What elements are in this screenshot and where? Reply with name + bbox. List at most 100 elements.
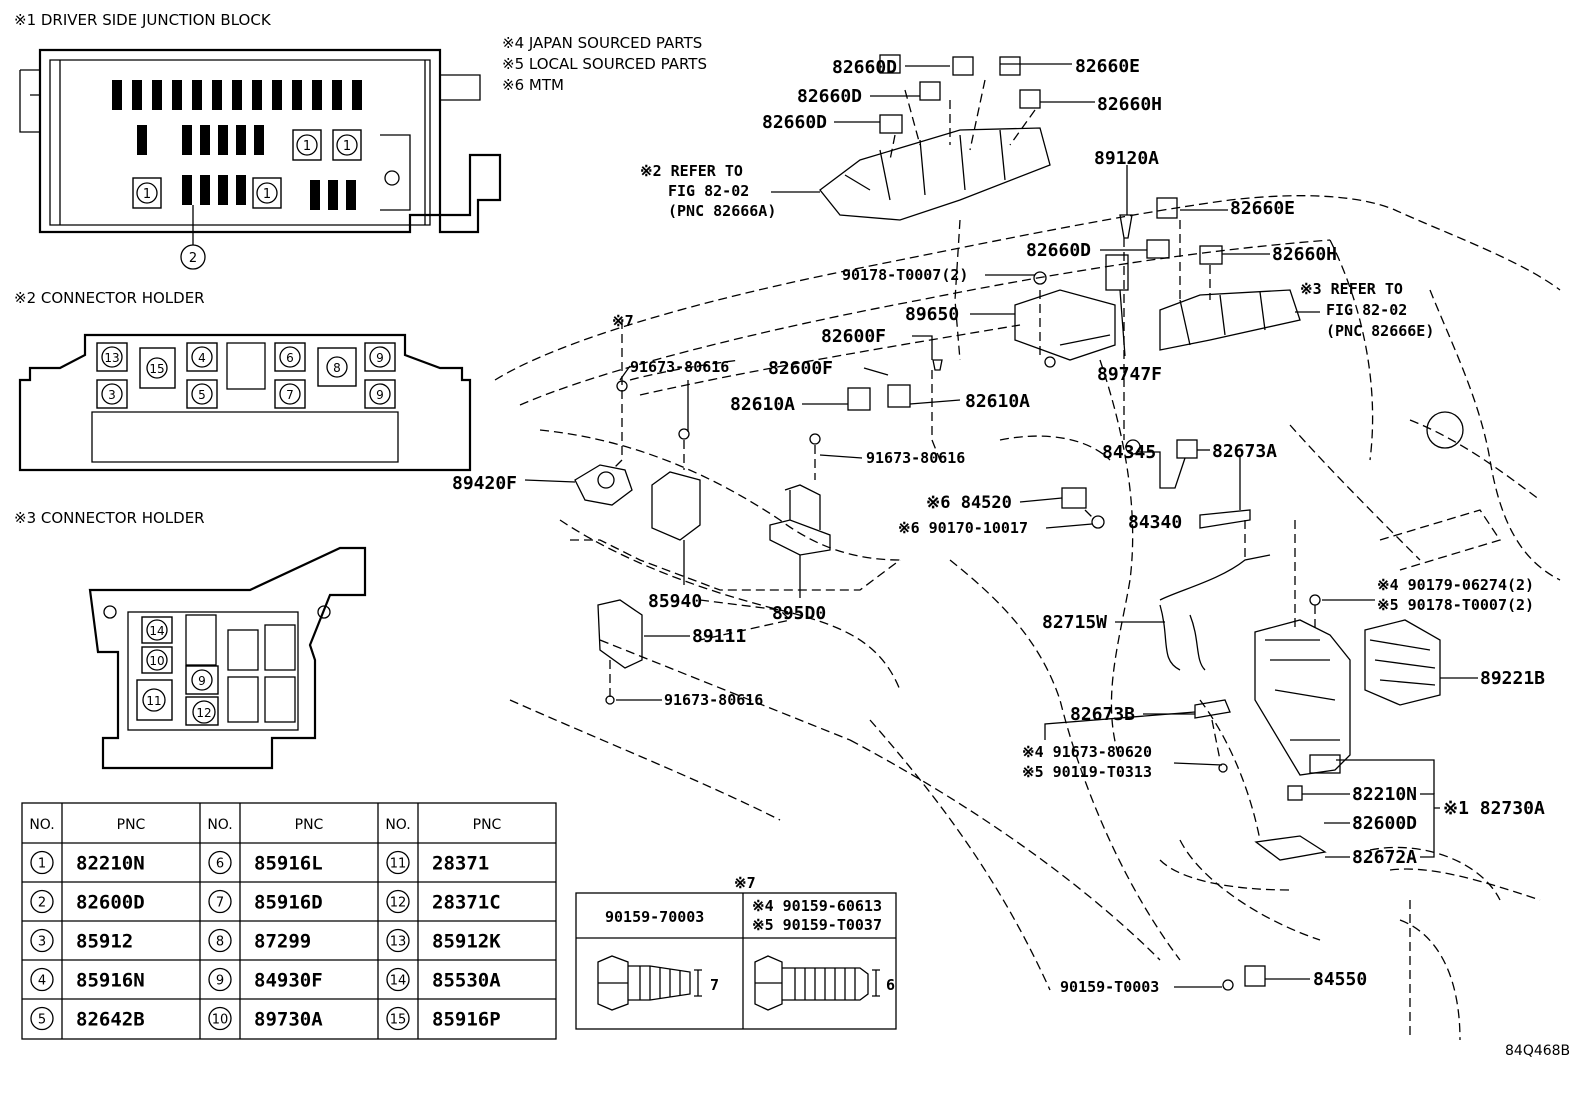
part-holder-82666E — [1159, 289, 1301, 351]
mark-7-label: ※7 — [612, 312, 634, 330]
table-cell-pnc: 85912 — [76, 931, 133, 953]
table-cell-no: 12 — [390, 896, 407, 911]
table-number-circle — [30, 889, 54, 914]
part-label-90178-T0007: ※5 90178-T0007(2) — [1377, 596, 1534, 614]
bolt-col2-pnc-japan: ※4 90159-60613 — [752, 897, 882, 915]
ch2-callout: 15 — [149, 362, 164, 376]
svg-text:FIG 82-02: FIG 82-02 — [1326, 301, 1407, 319]
table-cell-no: 1 — [38, 857, 46, 872]
part-label-91673-80616: 91673-80616 — [630, 358, 729, 376]
table-number-circle — [30, 967, 54, 992]
table-cell-no: 13 — [390, 935, 407, 950]
bolt-table: ※7 90159-70003 ※4 90159-60613 ※5 90159-T… — [575, 874, 897, 1030]
table-cell-no: 8 — [216, 935, 224, 950]
section-title-connector-holder-3: ※3 CONNECTOR HOLDER — [14, 509, 205, 527]
jb-callout-1: 1 — [143, 187, 151, 202]
table-cell-no: 4 — [38, 974, 46, 989]
table-number-circle — [386, 1006, 410, 1031]
part-label-82660D: 82660D — [797, 86, 862, 107]
table-header-no: NO. — [29, 817, 54, 833]
jb-callout-1: 1 — [303, 139, 311, 154]
part-label-82600F: 82600F — [821, 326, 886, 347]
table-cell-pnc: 28371 — [432, 853, 489, 875]
part-label-82673A: 82673A — [1212, 441, 1277, 462]
section-title-junction-block: ※1 DRIVER SIDE JUNCTION BLOCK — [14, 11, 272, 29]
part-ecu-89650 — [1014, 289, 1116, 368]
junction-block-callouts: 1 1 1 1 2 — [136, 134, 358, 270]
table-header-no: NO. — [207, 817, 232, 833]
part-sensor-89420F — [574, 464, 633, 506]
svg-text:※2 REFER TO: ※2 REFER TO — [640, 162, 743, 180]
table-cell-pnc: 82600D — [76, 892, 145, 914]
part-connector-small-set — [605, 54, 1327, 991]
part-label-82660H: 82660H — [1097, 94, 1162, 115]
table-cell-pnc: 85916D — [254, 892, 323, 914]
table-header-no: NO. — [385, 817, 410, 833]
table-header-pnc: PNC — [473, 817, 502, 833]
ch3-callout: 10 — [149, 654, 164, 668]
connector-holder-2-callouts: 13 15 4 6 8 9 3 5 7 9 — [101, 346, 391, 405]
table-cell-no: 9 — [216, 974, 224, 989]
table-cell-no: 15 — [390, 1013, 407, 1028]
ch2-callout: 8 — [333, 361, 341, 375]
bolt-dim-6: 6 — [886, 976, 895, 994]
part-label-82210N: 82210N — [1352, 784, 1417, 805]
part-label-82672A: 82672A — [1352, 847, 1417, 868]
table-cell-no: 5 — [38, 1013, 46, 1028]
table-number-circle — [30, 1006, 54, 1031]
svg-text:FIG 82-02: FIG 82-02 — [668, 182, 749, 200]
part-label-89420F: 89420F — [452, 473, 517, 494]
part-bracket-895D0 — [769, 484, 831, 556]
table-cell-pnc: 89730A — [254, 1009, 323, 1031]
table-cell-no: 11 — [390, 857, 407, 872]
table-cell-pnc: 85916L — [254, 853, 323, 875]
table-header-pnc: PNC — [295, 817, 324, 833]
part-module-89221B — [1364, 619, 1441, 706]
table-number-circle — [208, 967, 232, 992]
part-labels: 82660D 82660E 82660D 82660H 82660D 89120… — [452, 56, 1545, 996]
label-leaders — [524, 63, 1478, 988]
table-number-circle — [208, 928, 232, 953]
ch2-callout: 6 — [286, 351, 294, 365]
part-label-82660D: 82660D — [762, 112, 827, 133]
section-title-connector-holder-2: ※2 CONNECTOR HOLDER — [14, 289, 205, 307]
bolt-dim-7: 7 — [710, 976, 719, 994]
jb-callout-1: 1 — [343, 139, 351, 154]
table-number-circle — [208, 889, 232, 914]
part-label-82673B: 82673B — [1070, 704, 1135, 725]
table-cell-pnc: 85912K — [432, 931, 501, 953]
part-label-82600F: 82600F — [768, 358, 833, 379]
note-local-sourced: ※5 LOCAL SOURCED PARTS — [502, 55, 707, 73]
bolt-col2-pnc-local: ※5 90159-T0037 — [752, 916, 882, 934]
part-label-90178-T0007: 90178-T0007(2) — [842, 266, 968, 284]
ch2-callout: 7 — [286, 388, 294, 402]
connector-holder-2-drawing — [18, 333, 472, 472]
table-number-circle — [386, 889, 410, 914]
table-cell-no: 7 — [216, 896, 224, 911]
ch2-callout: 4 — [198, 351, 206, 365]
table-cell-pnc: 85916P — [432, 1009, 501, 1031]
part-label-90170-10017: ※6 90170-10017 — [898, 519, 1028, 537]
part-label-89221B: 89221B — [1480, 668, 1545, 689]
part-label-90119-T0313: ※5 90119-T0313 — [1022, 763, 1152, 781]
table-cell-no: 2 — [38, 896, 46, 911]
table-number-circle — [208, 850, 232, 875]
part-label-89111: 89111 — [692, 626, 746, 647]
bolt-col1-pnc: 90159-70003 — [605, 908, 704, 926]
part-label-89650: 89650 — [905, 304, 959, 325]
table-cell-pnc: 84930F — [254, 970, 323, 992]
ch3-callout: 11 — [146, 694, 161, 708]
ch2-callout: 9 — [376, 351, 384, 365]
part-label-82660D: 82660D — [832, 57, 897, 78]
part-junction-block-82730A — [1254, 619, 1351, 776]
part-label-89747F: 89747F — [1097, 364, 1162, 385]
part-label-895D0: 895D0 — [772, 603, 826, 624]
ch2-callout: 9 — [376, 388, 384, 402]
part-wire-harness-82715W — [1159, 554, 1271, 671]
part-label-90159-T0003: 90159-T0003 — [1060, 978, 1159, 996]
part-label-84345: 84345 — [1102, 442, 1156, 463]
svg-text:※3 REFER TO: ※3 REFER TO — [1300, 280, 1403, 298]
table-cell-no: 3 — [38, 935, 46, 950]
table-cell-pnc: 28371C — [432, 892, 501, 914]
